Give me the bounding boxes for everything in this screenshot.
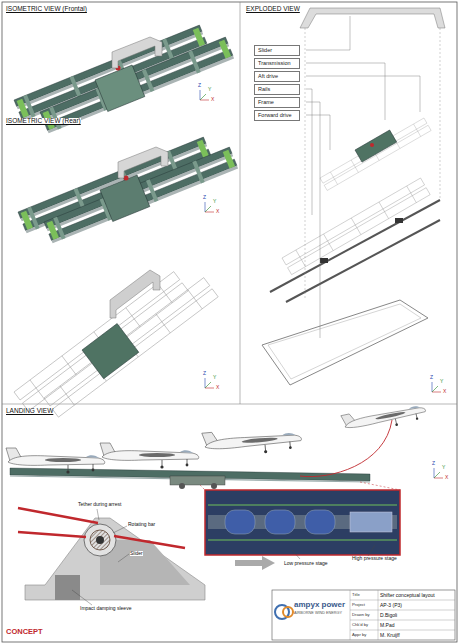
- callout-box: Frame: [254, 97, 300, 108]
- view-heading: LANDING VIEW: [6, 408, 53, 415]
- title-block-cell: M.Pad: [380, 623, 394, 628]
- axis-label: Y: [213, 199, 216, 204]
- view-heading: ISOMETRIC VIEW (Rear): [6, 118, 81, 125]
- axis-label: X: [211, 97, 214, 102]
- title-block-cell: Appr by: [352, 633, 366, 637]
- callout-text: Frame: [255, 98, 299, 108]
- callout-text: Forward drive: [255, 111, 299, 121]
- callout-label: High pressure stage: [352, 556, 397, 561]
- title-block-cell: Shifter conceptual layout: [380, 593, 435, 598]
- view-heading: ISOMETRIC VIEW (Frontal): [6, 6, 87, 13]
- title-block-cell: Title: [352, 593, 360, 597]
- section-label: CONCEPT: [6, 628, 43, 636]
- title-block-cell: M. Kruijff: [380, 633, 400, 638]
- callout-label: Impact damping sleeve: [80, 606, 131, 611]
- callout-box: Aft drive: [254, 71, 300, 82]
- axis-label: Z: [432, 461, 435, 466]
- title-block-cell: AP-3 (P3): [380, 603, 402, 608]
- callout-label: Rotating bar: [128, 522, 155, 527]
- title-block-cell: Drawn by: [352, 613, 370, 617]
- callout-text: Transmission: [255, 59, 299, 69]
- callout-box: Transmission: [254, 58, 300, 69]
- axis-label: Y: [440, 379, 443, 384]
- callout-text: Aft drive: [255, 72, 299, 82]
- axis-label: Y: [442, 465, 445, 470]
- axis-label: Z: [430, 375, 433, 380]
- callout-box: Rails: [254, 84, 300, 95]
- axis-label: Z: [203, 371, 206, 376]
- view-heading: EXPLODED VIEW: [246, 6, 300, 13]
- callout-label: Slider: [130, 551, 143, 556]
- axis-label: X: [443, 389, 446, 394]
- callout-box: Slider: [254, 45, 300, 56]
- axis-label: Y: [213, 375, 216, 380]
- company-tagline: AIRBORNE WIND ENERGY: [294, 612, 342, 616]
- callout-label: Tether during arrest: [78, 502, 121, 507]
- title-block-cell: Chk'd by: [352, 623, 368, 627]
- callout-text: Slider: [255, 46, 299, 56]
- axis-label: Z: [203, 195, 206, 200]
- axis-label: Z: [198, 83, 201, 88]
- axis-label: X: [445, 475, 448, 480]
- title-block-cell: D.Bigoli: [380, 613, 397, 618]
- callout-box: Forward drive: [254, 110, 300, 121]
- company-name: ampyx power: [294, 601, 345, 609]
- axis-label: X: [216, 385, 219, 390]
- axis-label: Y: [208, 87, 211, 92]
- callout-label: Low pressure stage: [284, 561, 328, 566]
- axis-label: X: [216, 209, 219, 214]
- title-block-cell: Project: [352, 603, 365, 607]
- callout-text: Rails: [255, 85, 299, 95]
